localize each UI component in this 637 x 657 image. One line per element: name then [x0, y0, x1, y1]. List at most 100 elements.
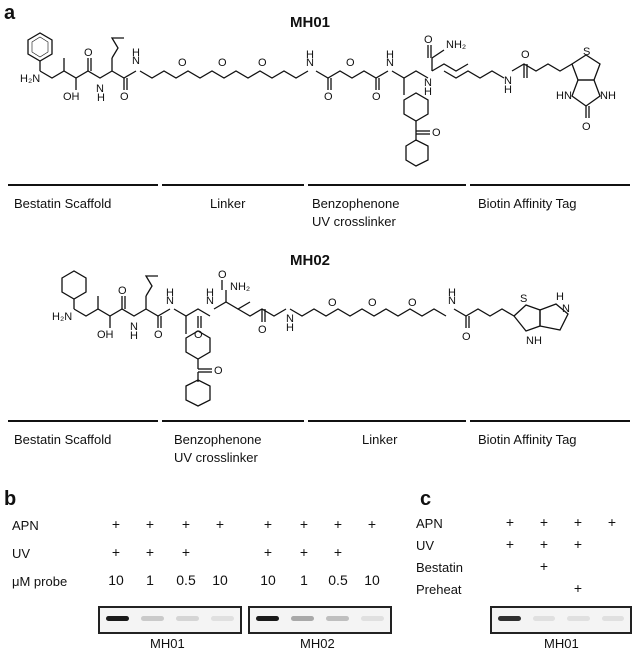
mh01-label-linker: Linker: [210, 196, 246, 211]
gel-label-mh02: MH02: [300, 636, 335, 651]
svg-text:H: H: [166, 287, 174, 299]
table-cell: +: [333, 516, 343, 532]
gel-band: [326, 616, 349, 621]
svg-text:H: H: [206, 287, 214, 299]
svg-text:OH: OH: [63, 91, 80, 103]
mh01-biotin-thiophane: [571, 54, 601, 81]
gel-mh01: [98, 606, 242, 634]
svg-text:O: O: [218, 57, 227, 69]
gel-band: [601, 616, 624, 621]
mh02-bar-benzophenone: [162, 420, 304, 422]
svg-text:O: O: [178, 57, 187, 69]
svg-text:O: O: [120, 91, 129, 103]
table-cell: +: [505, 536, 515, 552]
svg-text:S: S: [520, 293, 527, 305]
gel-band: [176, 616, 199, 621]
table-cell: +: [573, 580, 583, 596]
mh01-bar-bestatin: [8, 184, 158, 186]
row-label: UV: [416, 538, 435, 553]
table-cell: +: [539, 558, 549, 574]
mh01-title: MH01: [290, 14, 331, 31]
table-cell: +: [573, 536, 583, 552]
table-cell: +: [145, 544, 155, 560]
svg-text:O: O: [368, 297, 377, 309]
mh01-label-benzophenone: Benzophenone: [312, 196, 400, 211]
mh01-benzo-ring-1: [403, 92, 429, 122]
panel-c-letter: c: [420, 488, 432, 510]
table-cell: +: [145, 516, 155, 532]
svg-text:N: N: [166, 295, 174, 307]
svg-text:N: N: [306, 57, 314, 69]
table-cell: +: [539, 514, 549, 530]
svg-text:H: H: [424, 86, 432, 98]
table-cell: +: [181, 544, 191, 560]
mh02-benzo-ring-1: [185, 330, 211, 360]
table-cell: +: [299, 516, 309, 532]
table-cell: +: [367, 516, 377, 532]
svg-text:N: N: [448, 295, 456, 307]
svg-text:O: O: [424, 34, 433, 46]
mh01-bar-linker: [162, 184, 304, 186]
panel-a-letter: a: [4, 2, 16, 24]
mh02-structure: H₂N OH O N H O N H O N H O NH₂ O O N H O…: [52, 269, 570, 407]
svg-text:O: O: [432, 127, 441, 139]
svg-text:NH: NH: [600, 90, 616, 102]
table-cell: 10: [108, 572, 124, 588]
mh01-phenyl-ring: [27, 32, 53, 62]
mh02-biotin-urea: [539, 303, 569, 331]
svg-text:N: N: [130, 321, 138, 333]
mh01-benzo-ring-2: [405, 139, 429, 167]
gel-band: [256, 616, 279, 621]
svg-text:O: O: [154, 329, 163, 341]
mh01-bar-benzophenone: [308, 184, 466, 186]
svg-text:O: O: [84, 47, 93, 59]
table-cell: 1: [300, 572, 308, 588]
svg-text:NH₂: NH₂: [230, 281, 250, 293]
svg-text:O: O: [582, 121, 591, 133]
gel-band: [291, 616, 314, 621]
svg-text:H: H: [286, 322, 294, 334]
table-cell: +: [607, 514, 617, 530]
mh02-benzo-ring-2: [185, 379, 211, 407]
svg-text:H₂N: H₂N: [52, 311, 72, 323]
gel-band: [106, 616, 129, 621]
svg-text:S: S: [583, 46, 590, 58]
table-cell: 10: [260, 572, 276, 588]
svg-text:O: O: [258, 324, 267, 336]
svg-text:O: O: [194, 329, 203, 341]
row-label: APN: [416, 516, 443, 531]
svg-text:O: O: [328, 297, 337, 309]
svg-text:O: O: [218, 269, 227, 281]
svg-text:O: O: [408, 297, 417, 309]
svg-text:N: N: [96, 83, 104, 95]
table-cell: +: [263, 516, 273, 532]
svg-text:H: H: [448, 287, 456, 299]
svg-text:N: N: [504, 75, 512, 87]
row-label: APN: [12, 518, 39, 533]
svg-text:O: O: [258, 57, 267, 69]
gel-c-label: MH01: [544, 636, 579, 651]
mh02-bar-biotin: [470, 420, 630, 422]
svg-text:H₂N: H₂N: [20, 73, 40, 85]
svg-text:O: O: [214, 365, 223, 377]
table-cell: 10: [212, 572, 228, 588]
row-label: Bestatin: [416, 560, 463, 575]
mh02-label-linker: Linker: [362, 432, 398, 447]
gel-band: [498, 616, 521, 621]
svg-text:H: H: [130, 330, 138, 342]
gel-band: [361, 616, 384, 621]
table-cell: +: [181, 516, 191, 532]
table-cell: 0.5: [176, 572, 196, 588]
mh02-biotin-thiophane: [513, 304, 541, 332]
table-cell: +: [333, 544, 343, 560]
svg-text:H: H: [556, 291, 564, 303]
table-cell: +: [215, 516, 225, 532]
row-label: UV: [12, 546, 31, 561]
gel-mh02: [248, 606, 392, 634]
table-cell: +: [573, 514, 583, 530]
table-cell: +: [299, 544, 309, 560]
gel-band: [211, 616, 234, 621]
mh02-bar-bestatin: [8, 420, 158, 422]
svg-text:N: N: [424, 77, 432, 89]
svg-text:O: O: [324, 91, 333, 103]
